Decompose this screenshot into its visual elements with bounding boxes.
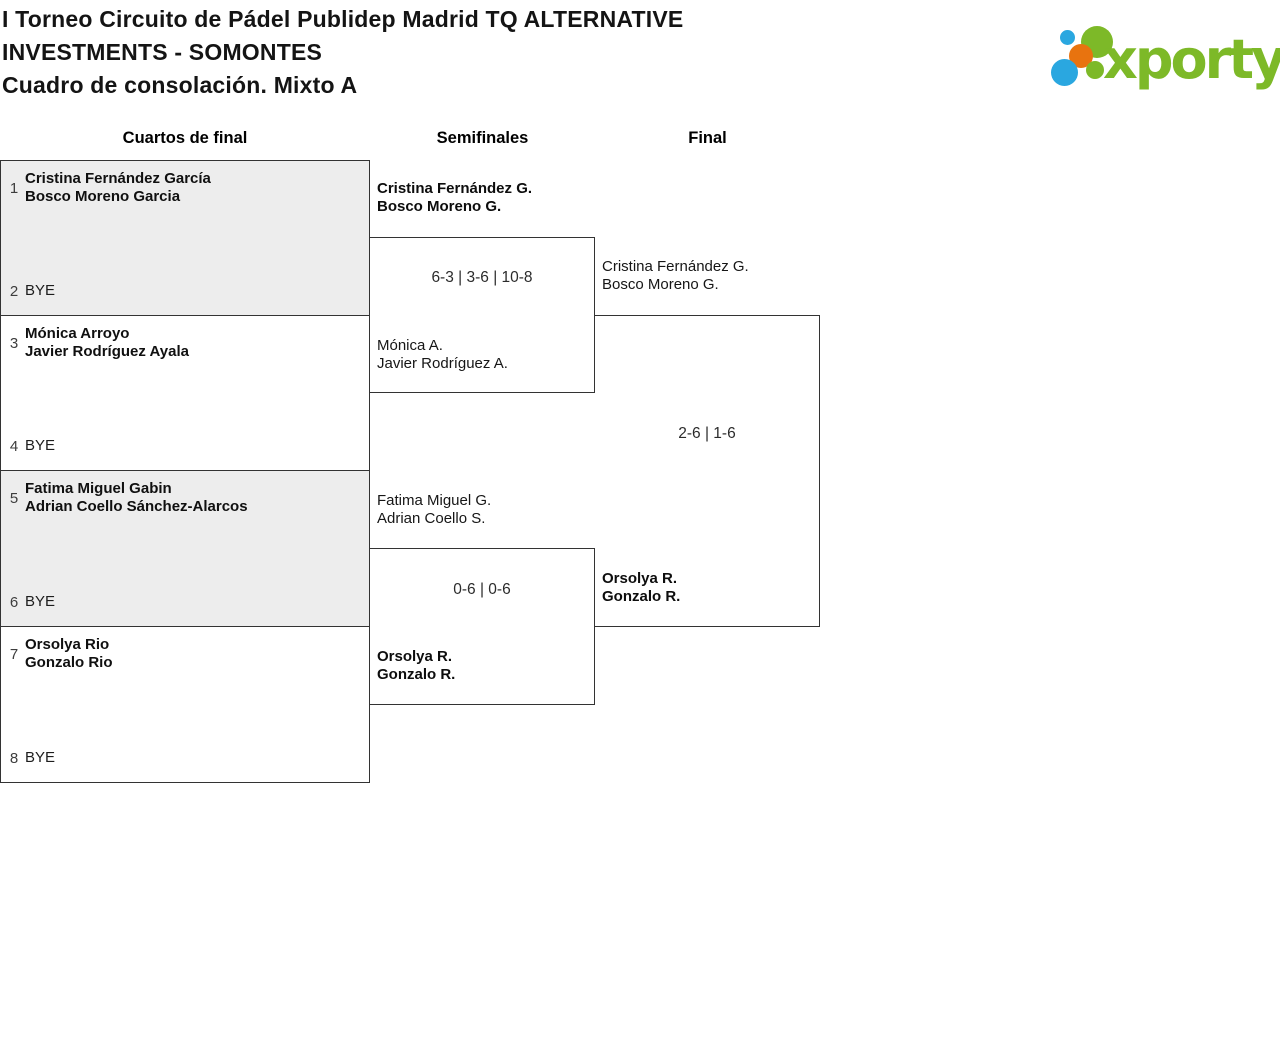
match-score: 2-6 | 1-6 — [678, 425, 736, 442]
bracket-slot: 2 BYE — [6, 282, 55, 300]
match-score: 0-6 | 0-6 — [453, 581, 511, 598]
player-name: Gonzalo Rio — [25, 654, 113, 671]
team-name: Mónica Arroyo Javier Rodríguez Ayala — [25, 325, 189, 361]
match-quarterfinal-4: 7 Orsolya Rio Gonzalo Rio 8 BYE — [0, 626, 370, 783]
seed-number: 5 — [9, 489, 19, 507]
player-name: Gonzalo R. — [602, 588, 681, 605]
team-name: Orsolya Rio Gonzalo Rio — [25, 636, 113, 672]
seed-number: 1 — [9, 179, 19, 197]
team-name: Orsolya R. Gonzalo R. — [377, 648, 455, 684]
player-name: Cristina Fernández G. — [377, 180, 533, 197]
team-name: Fatima Miguel Gabin Adrian Coello Sánche… — [25, 480, 248, 516]
logo-dot-icon — [1060, 30, 1075, 45]
player-name: Fatima Miguel G. — [377, 492, 492, 509]
bye-label: BYE — [25, 437, 56, 454]
round-header-semifinals: Semifinales — [436, 129, 529, 147]
match-quarterfinal-1: 1 Cristina Fernández García Bosco Moreno… — [0, 160, 370, 316]
seed-number: 6 — [9, 593, 19, 611]
player-name: Orsolya Rio — [25, 636, 110, 653]
player-name: Fatima Miguel Gabin — [25, 480, 172, 497]
player-name: Cristina Fernández García — [25, 170, 211, 187]
page-subtitle: Cuadro de consolación. Mixto A — [2, 72, 358, 98]
seed-number: 4 — [9, 437, 19, 455]
logo-dot-icon — [1051, 59, 1078, 86]
bye-label: BYE — [25, 282, 56, 299]
player-name: Javier Rodríguez Ayala — [25, 343, 189, 360]
team-name: Mónica A. Javier Rodríguez A. — [377, 337, 508, 373]
seed-number: 3 — [9, 334, 19, 352]
player-name: Adrian Coello Sánchez-Alarcos — [25, 498, 248, 515]
bracket-slot: 3 Mónica Arroyo Javier Rodríguez Ayala — [6, 325, 189, 361]
team-name: Fatima Miguel G. Adrian Coello S. — [377, 492, 491, 528]
match-quarterfinal-2: 3 Mónica Arroyo Javier Rodríguez Ayala 4… — [0, 315, 370, 471]
round-header-final: Final — [688, 129, 727, 147]
player-name: Orsolya R. — [602, 570, 678, 587]
bracket-slot: 7 Orsolya Rio Gonzalo Rio — [6, 636, 113, 672]
player-name: Bosco Moreno Garcia — [25, 188, 181, 205]
seed-number: 2 — [9, 282, 19, 300]
match-final — [594, 315, 820, 627]
match-quarterfinal-3: 5 Fatima Miguel Gabin Adrian Coello Sánc… — [0, 470, 370, 627]
player-name: Gonzalo R. — [377, 666, 456, 683]
seed-number: 7 — [9, 645, 19, 663]
player-name: Orsolya R. — [377, 648, 453, 665]
logo-dot-icon — [1086, 61, 1104, 79]
round-header-quarterfinals: Cuartos de final — [122, 129, 248, 147]
team-name: Cristina Fernández García Bosco Moreno G… — [25, 170, 211, 206]
team-name: Orsolya R. Gonzalo R. — [602, 570, 680, 606]
player-name: Adrian Coello S. — [377, 510, 486, 527]
bracket-slot: 8 BYE — [6, 749, 55, 767]
bracket-slot: 6 BYE — [6, 593, 55, 611]
page-title: I Torneo Circuito de Pádel Publidep Madr… — [2, 6, 684, 65]
team-name: Cristina Fernández G. Bosco Moreno G. — [602, 258, 749, 294]
seed-number: 8 — [9, 749, 19, 767]
player-name: Bosco Moreno G. — [602, 276, 719, 293]
player-name: Bosco Moreno G. — [377, 198, 502, 215]
logo-wordmark: xporty — [1103, 28, 1280, 91]
xporty-logo: xporty — [1048, 20, 1280, 100]
bracket-slot: 4 BYE — [6, 437, 55, 455]
bracket-slot: 1 Cristina Fernández García Bosco Moreno… — [6, 170, 211, 206]
team-name: Cristina Fernández G. Bosco Moreno G. — [377, 180, 532, 216]
bye-label: BYE — [25, 749, 56, 766]
page-header: I Torneo Circuito de Pádel Publidep Madr… — [2, 3, 812, 102]
player-name: Cristina Fernández G. — [602, 258, 749, 275]
player-name: Javier Rodríguez A. — [377, 355, 508, 372]
player-name: Mónica A. — [377, 337, 443, 354]
bye-label: BYE — [25, 593, 56, 610]
player-name: Mónica Arroyo — [25, 325, 130, 342]
match-score: 6-3 | 3-6 | 10-8 — [431, 269, 533, 286]
bracket-slot: 5 Fatima Miguel Gabin Adrian Coello Sánc… — [6, 480, 248, 516]
